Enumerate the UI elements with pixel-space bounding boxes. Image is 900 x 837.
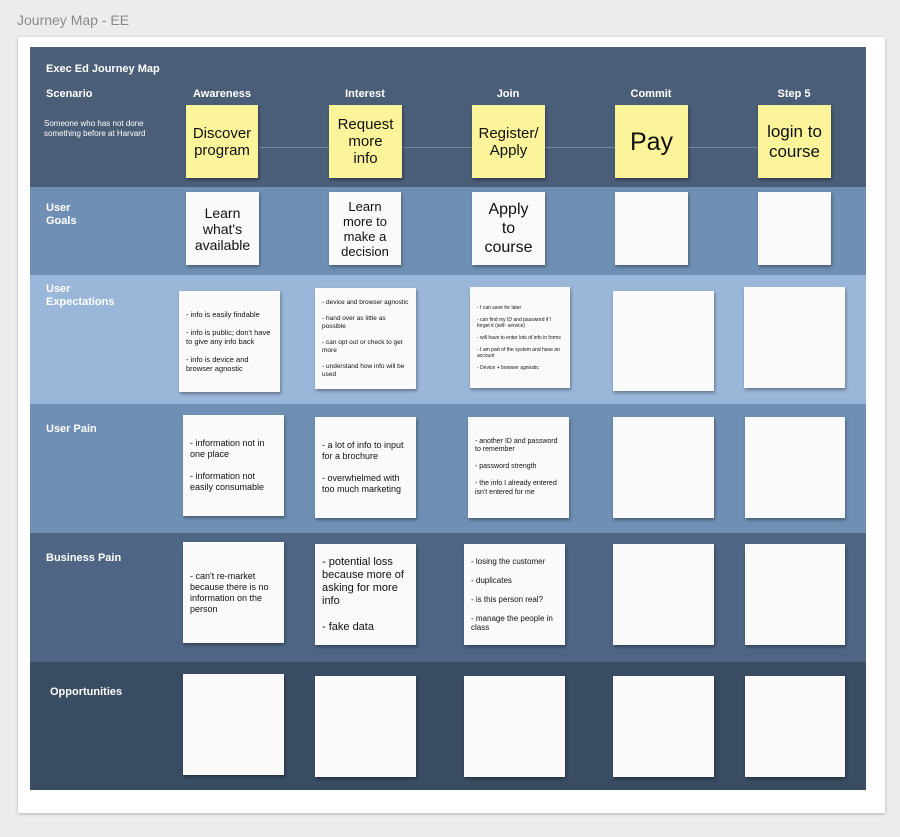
user-pain-note-join[interactable]: - another ID and password to remember - … — [468, 417, 569, 518]
goal-empty-commit[interactable] — [615, 192, 688, 265]
stage-join: Join — [496, 88, 520, 100]
stage-step-5: Step 5 — [777, 88, 811, 100]
opportunities-band: Opportunities — [30, 662, 866, 790]
page-title: Journey Map - EE — [17, 12, 130, 28]
business-pain-note-step-5[interactable] — [745, 544, 845, 645]
goal-apply-course[interactable]: Apply to course — [472, 192, 545, 265]
goal-empty-step-5[interactable] — [758, 192, 831, 265]
user-expectations-band: User Expectations - info is easily finda… — [30, 275, 866, 404]
stage-commit: Commit — [630, 88, 672, 100]
sticky-discover-program[interactable]: Discover program — [186, 105, 258, 178]
board-title: Exec Ed Journey Map — [46, 63, 160, 75]
goal-learn-available[interactable]: Learn what's available — [186, 192, 259, 265]
stage-awareness: Awareness — [193, 88, 251, 100]
sticky-register-apply[interactable]: Register/ Apply — [472, 105, 545, 178]
user-expectations-label: User Expectations — [46, 283, 115, 308]
opportunity-note-interest[interactable] — [315, 676, 416, 777]
expectation-note-commit[interactable] — [613, 291, 714, 391]
opportunity-note-join[interactable] — [464, 676, 565, 777]
business-pain-note-interest[interactable]: - potential loss because more of asking … — [315, 544, 416, 645]
opportunities-label: Opportunities — [50, 686, 123, 698]
business-pain-label: Business Pain — [46, 552, 122, 564]
sticky-pay[interactable]: Pay — [615, 105, 688, 178]
opportunity-note-step-5[interactable] — [745, 676, 845, 777]
user-pain-note-interest[interactable]: - a lot of info to input for a brochure … — [315, 417, 416, 518]
opportunity-note-commit[interactable] — [613, 676, 714, 777]
user-pain-note-step-5[interactable] — [745, 417, 845, 518]
flow-connector — [688, 147, 758, 148]
user-pain-note-commit[interactable] — [613, 417, 714, 518]
expectation-note-interest[interactable]: - device and browser agnostic - hand ove… — [315, 288, 416, 389]
board-canvas: Exec Ed Journey Map Scenario Someone who… — [18, 37, 885, 813]
flow-connector — [259, 147, 329, 148]
business-pain-note-awareness[interactable]: - can't re-market because there is no in… — [183, 542, 284, 643]
sticky-login-to-course[interactable]: login to course — [758, 105, 831, 178]
scenario-label: Scenario — [46, 88, 93, 100]
expectation-note-step-5[interactable] — [744, 287, 845, 388]
business-pain-note-join[interactable]: - losing the customer - duplicates - is … — [464, 544, 565, 645]
user-goals-band: User Goals Learn what's available Learn … — [30, 187, 866, 275]
expectation-note-join[interactable]: - I can save for later - can find my ID … — [470, 287, 570, 388]
user-pain-note-awareness[interactable]: - information not in one place - informa… — [183, 415, 284, 516]
stage-interest: Interest — [345, 88, 385, 100]
user-goals-label: User Goals — [46, 202, 77, 227]
expectation-note-awareness[interactable]: - info is easily findable - info is publ… — [179, 291, 280, 392]
opportunity-note-awareness[interactable] — [183, 674, 284, 775]
flow-connector — [545, 147, 615, 148]
sticky-request-more-info[interactable]: Request more info — [329, 105, 402, 178]
journey-map-board: Exec Ed Journey Map Scenario Someone who… — [30, 47, 866, 790]
flow-connector — [402, 147, 472, 148]
business-pain-band: Business Pain - can't re-market because … — [30, 533, 866, 662]
user-pain-label: User Pain — [46, 423, 97, 435]
business-pain-note-commit[interactable] — [613, 544, 714, 645]
scenario-description: Someone who has not done something befor… — [44, 119, 146, 138]
goal-learn-more-decision[interactable]: Learn more to make a decision — [329, 192, 401, 265]
scenario-band: Exec Ed Journey Map Scenario Someone who… — [30, 47, 866, 187]
user-pain-band: User Pain - information not in one place… — [30, 404, 866, 533]
